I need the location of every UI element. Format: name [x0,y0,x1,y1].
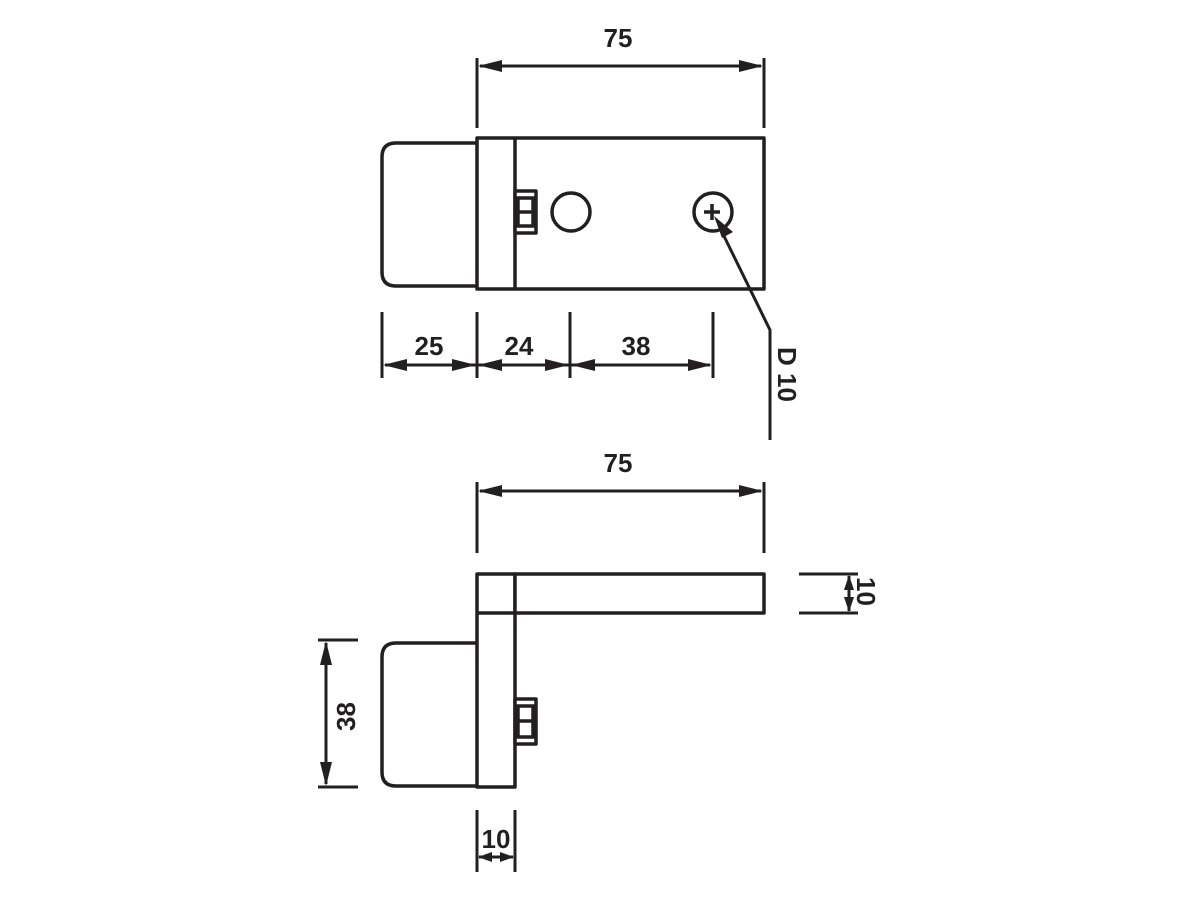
arrow-s2-left [478,359,502,371]
front-post [475,572,517,789]
width-arrow-left [478,852,492,862]
top-knob-block [380,141,477,288]
arrow-s3-right [688,359,712,371]
front-dim-75-label: 75 [604,448,633,478]
top-view: 75 25 24 38 D 10 [380,23,802,440]
hole-leader [720,231,772,440]
arrow-s3-left [571,359,595,371]
front-knob-block [380,641,477,788]
arrow-s1-right [452,359,476,371]
arrow-s1-left [383,359,407,371]
thick-arrow-bottom [844,597,854,612]
top-dim-75-label: 75 [604,23,633,53]
thick-arrow-top [844,575,854,590]
height-arrow-bottom [320,762,332,786]
seg-label-24: 24 [505,331,534,361]
front-view: 75 10 38 10 [318,448,881,872]
front-arrow-left [478,485,502,497]
front-arrow-right [739,485,763,497]
hole-leader-arrow [714,216,733,238]
height-label: 38 [331,702,361,731]
arrow-left [478,60,502,72]
seg-label-38: 38 [622,331,651,361]
width-label: 10 [482,824,511,854]
top-hole-plain [550,191,592,233]
hole-label: D 10 [772,347,802,402]
thick-label: 10 [851,577,881,606]
width-arrow-right [500,852,514,862]
seg-label-25: 25 [415,331,444,361]
arrow-s2-right [545,359,569,371]
arrow-right [739,60,763,72]
front-plate [513,572,766,615]
height-arrow-top [320,641,332,665]
